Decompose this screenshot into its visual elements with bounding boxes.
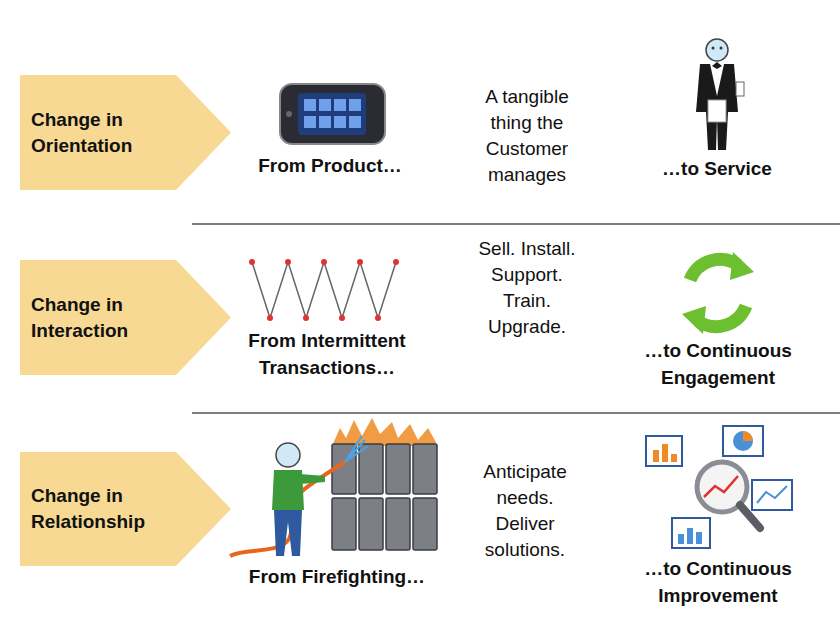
chevron-shape — [20, 260, 231, 375]
cycle-icon — [682, 252, 754, 334]
to-label: …to Continuous Improvement — [618, 555, 818, 609]
firefighting-icon — [230, 418, 438, 556]
chevron-label: Change in Interaction — [31, 292, 171, 344]
chevron-box: Change in Interaction — [20, 260, 231, 375]
chevron-shape — [20, 452, 231, 566]
description-text: A tangible thing the Customer manages — [471, 84, 583, 188]
chevron-label: Change in Relationship — [31, 483, 171, 535]
from-label: From Product… — [220, 152, 440, 179]
chevron-box: Change in Relationship — [20, 452, 231, 566]
zigzag-icon — [249, 259, 399, 321]
device-icon — [280, 84, 385, 144]
to-label: …to Service — [617, 155, 817, 182]
description-text: Sell. Install. Support. Train. Upgrade. — [477, 236, 577, 340]
waiter-icon — [696, 39, 744, 150]
to-label: …to Continuous Engagement — [618, 337, 818, 391]
from-label: From Firefighting… — [222, 563, 452, 590]
description-text: Anticipate needs. Deliver solutions. — [470, 459, 580, 563]
chevron-shape — [20, 75, 231, 190]
separator-line — [192, 412, 840, 414]
separator-line — [192, 223, 840, 225]
chevron-label: Change in Orientation — [31, 107, 171, 159]
analytics-icon — [646, 426, 792, 548]
chevron-box: Change in Orientation — [20, 75, 231, 190]
from-label: From Intermittent Transactions… — [227, 327, 427, 381]
